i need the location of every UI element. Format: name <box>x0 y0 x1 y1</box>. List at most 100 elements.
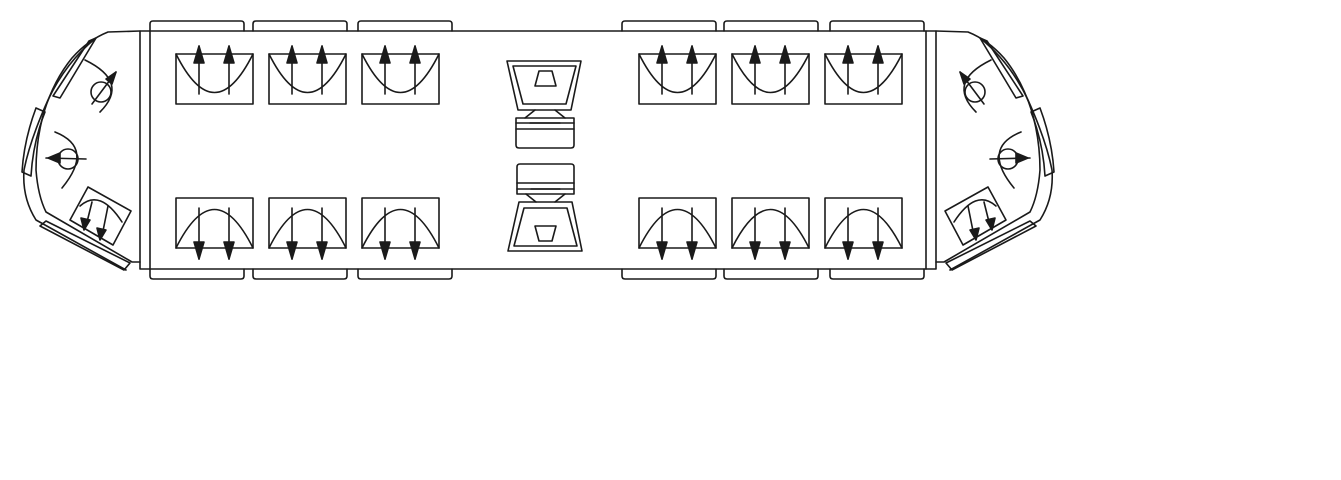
end-cap-lens-middle <box>46 132 86 188</box>
corner-module-frame <box>70 187 131 245</box>
end-cap-shell <box>36 31 140 262</box>
speaker-mount <box>516 118 574 148</box>
arrow-head <box>873 46 883 63</box>
module-frame <box>176 198 253 248</box>
lens-curve <box>80 200 122 222</box>
light-module-top <box>732 46 809 104</box>
end-cap <box>22 31 140 270</box>
arrow-head <box>780 242 790 259</box>
lens-curve <box>176 210 253 249</box>
end-cap-tab <box>980 38 1023 98</box>
cover-tab-top <box>622 21 716 31</box>
arrow-head <box>843 242 853 259</box>
lens-curve <box>825 210 902 249</box>
end-cap <box>936 31 1054 270</box>
arrow-head <box>410 242 420 259</box>
speaker-driver <box>535 226 556 241</box>
light-module-bottom <box>362 198 439 259</box>
light-module-top <box>269 46 346 104</box>
arrow-head <box>224 46 234 63</box>
speaker-bracket <box>526 194 565 202</box>
end-cap-corner-module <box>945 187 1006 245</box>
lens-marker <box>965 82 985 102</box>
arrow-head <box>380 242 390 259</box>
arrow-head <box>194 46 204 63</box>
end-cap-tab <box>40 221 130 270</box>
speaker-horn <box>508 202 582 251</box>
arrow-head <box>317 46 327 63</box>
module-frame <box>639 198 716 248</box>
lens-arrow-head <box>960 72 970 84</box>
arrow-head <box>224 242 234 259</box>
light-module-top <box>825 46 902 104</box>
lens-arrow-head <box>48 153 60 163</box>
lens-curve <box>269 54 346 93</box>
lens-arc <box>964 60 991 112</box>
light-module-bottom <box>732 198 809 259</box>
arrow-head <box>657 242 667 259</box>
light-module-bottom <box>269 198 346 259</box>
lens-curve <box>825 54 902 93</box>
arrow-head <box>687 46 697 63</box>
lens-curve <box>176 54 253 93</box>
cover-tab-top <box>358 21 452 31</box>
arrow-head <box>194 242 204 259</box>
lens-arc <box>85 60 112 112</box>
module-frame <box>732 54 809 104</box>
arrow-head <box>970 228 979 240</box>
end-cap-tab <box>53 38 96 98</box>
speaker-assembly-bottom <box>508 164 582 251</box>
arrow-head <box>317 242 327 259</box>
cover-tab-bottom <box>150 269 244 279</box>
module-frame <box>269 198 346 248</box>
speaker-assembly-top <box>507 61 581 148</box>
end-cap-lens-upper <box>85 60 116 112</box>
end-cap-tab <box>1031 108 1054 176</box>
end-cap-outer-edge <box>950 38 1052 270</box>
module-frame <box>732 198 809 248</box>
lens-arrow-head <box>106 72 116 84</box>
cover-tab-bottom <box>830 269 924 279</box>
speaker-driver <box>535 71 556 86</box>
lens-curve <box>732 210 809 249</box>
lens-marker <box>91 82 111 102</box>
end-cap-shell <box>936 31 1040 262</box>
lens-curve <box>639 54 716 93</box>
speaker-mount <box>517 164 574 194</box>
lens-curve <box>269 210 346 249</box>
speaker-horn-inner <box>514 208 577 246</box>
arrow-head <box>380 46 390 63</box>
arrow-head <box>687 242 697 259</box>
lens-curve <box>362 54 439 93</box>
end-cap-tab <box>22 108 45 176</box>
light-module-top <box>176 46 253 104</box>
speaker-horn <box>507 61 581 110</box>
lens-curve <box>362 210 439 249</box>
end-cap-corner-module <box>70 187 131 245</box>
lens-arrow-head <box>1016 153 1028 163</box>
cover-tab-bottom <box>253 269 347 279</box>
module-frame <box>639 54 716 104</box>
cover-tab-bottom <box>358 269 452 279</box>
end-cap-outer-edge <box>24 38 126 270</box>
light-module-top <box>639 46 716 104</box>
light-module-bottom <box>639 198 716 259</box>
lens-curve <box>639 210 716 249</box>
light-module-top <box>362 46 439 104</box>
cover-tab-bottom <box>622 269 716 279</box>
speaker-bracket <box>525 110 565 118</box>
arrow-head <box>873 242 883 259</box>
arrow-head <box>287 46 297 63</box>
arrow-head <box>750 242 760 259</box>
lens-curve <box>732 54 809 93</box>
cover-tab-bottom <box>724 269 818 279</box>
module-frame <box>825 198 902 248</box>
arrow-head <box>986 218 995 230</box>
end-cap-lens-upper <box>960 60 991 112</box>
cover-tab-top <box>150 21 244 31</box>
arrow-head <box>410 46 420 63</box>
lens-curve <box>954 200 996 222</box>
arrow-head <box>81 218 90 230</box>
cover-tab-top <box>253 21 347 31</box>
